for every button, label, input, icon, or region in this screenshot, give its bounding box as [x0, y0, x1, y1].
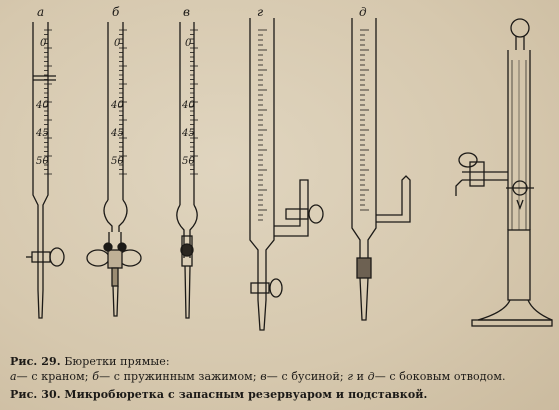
- legend-letter-d: д: [367, 370, 375, 383]
- scale-v-0: 0: [185, 38, 192, 49]
- legend-text-a: — с краном;: [16, 370, 89, 383]
- stopcock-a-icon: [26, 247, 65, 267]
- burette-g-side-outlet: [249, 18, 324, 331]
- legend-and: и: [356, 370, 365, 383]
- legend-letter-v: в: [260, 370, 267, 383]
- legend-letter-b: б: [92, 370, 100, 383]
- legend-letter-a: а: [10, 370, 17, 383]
- burette-a-with-stopcock: [26, 22, 65, 319]
- glass-bead-icon: [180, 235, 194, 267]
- legend-letter-g: г: [347, 370, 353, 383]
- letter-b: б: [112, 5, 120, 19]
- microburette-with-stand: [455, 18, 553, 327]
- burette-v-with-bead: [176, 22, 198, 319]
- burette-d-side-outlet: [351, 18, 411, 321]
- scale-b-45: 45: [110, 128, 124, 139]
- scale-b-0: 0: [114, 38, 121, 49]
- scale-a-45: 45: [35, 128, 49, 139]
- caption-fig29-label: Рис. 29.: [10, 355, 61, 368]
- reservoir-stopcock-icon: [455, 152, 508, 196]
- burette-b-with-spring-clamp: [86, 22, 142, 317]
- letter-v: в: [183, 5, 190, 19]
- microburette-stopcock-icon: [506, 180, 534, 196]
- letter-g: г: [257, 5, 263, 19]
- scale-v-50: 50: [182, 156, 195, 167]
- letter-a: а: [37, 5, 44, 19]
- legend-text-b: — с пружинным зажимом;: [99, 370, 257, 383]
- caption-fig30-text: Микробюретка с запасным резервуаром и по…: [64, 388, 428, 401]
- scale-v-45: 45: [181, 128, 195, 139]
- letter-d: д: [359, 5, 367, 19]
- scale-a-40: 40: [35, 100, 49, 111]
- scale-b-40: 40: [110, 100, 124, 111]
- caption-fig29-legend: а— с краном; б— с пружинным зажимом; в— …: [10, 370, 506, 384]
- side-stopcock-icon: [285, 204, 324, 224]
- scale-a-0: 0: [40, 38, 47, 49]
- scale-v-40: 40: [181, 100, 195, 111]
- caption-fig30-label: Рис. 30.: [10, 388, 61, 401]
- scale-b-50: 50: [111, 156, 124, 167]
- caption-fig29-title: Рис. 29. Бюретки прямые:: [10, 355, 170, 369]
- spring-clamp-icon: [86, 232, 142, 287]
- legend-text-gd: — с боковым отводом.: [374, 370, 506, 383]
- burettes-illustration: а б в г д 0 40 45 50 0 40 45 50 0 40 45 …: [26, 5, 553, 331]
- caption-fig29-title-text: Бюретки прямые:: [64, 355, 170, 368]
- rubber-tube-icon: [356, 257, 372, 279]
- bottom-stopcock-icon: [250, 278, 283, 298]
- legend-text-v: — с бусиной;: [266, 370, 344, 383]
- caption-fig30: Рис. 30. Микробюретка с запасным резерву…: [10, 388, 427, 402]
- scale-a-50: 50: [36, 156, 49, 167]
